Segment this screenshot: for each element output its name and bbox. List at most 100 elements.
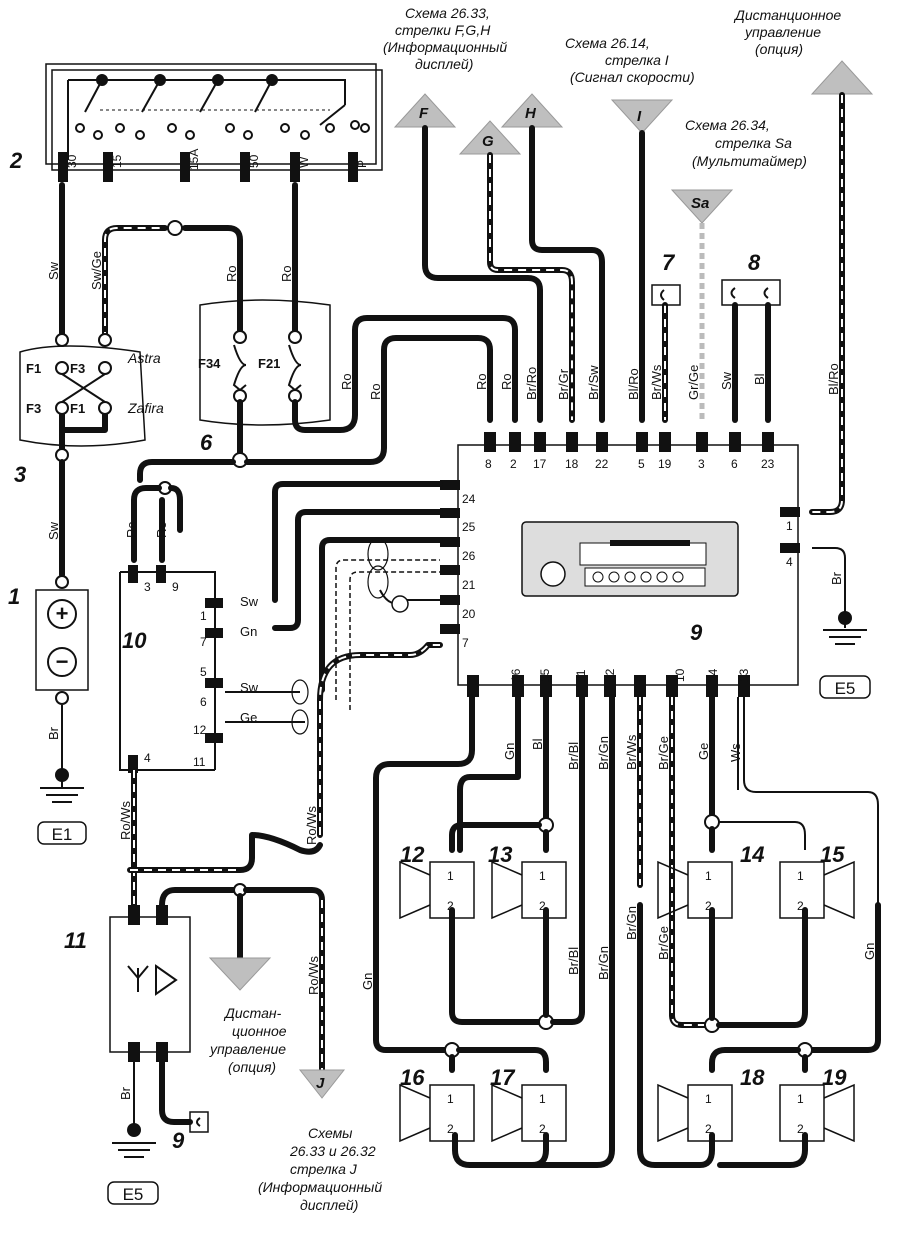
fuse-f1-a: F1	[26, 361, 41, 376]
pin-15: 15	[538, 668, 552, 682]
pin-14: 14	[706, 668, 720, 682]
svg-text:2: 2	[539, 899, 546, 913]
speaker-13: 12	[491, 860, 567, 920]
pin-17: 17	[533, 457, 547, 471]
wire-bl-1: Bl	[752, 373, 767, 385]
radio-bottom-connectors	[467, 675, 750, 697]
label-12: 12	[400, 842, 425, 867]
svg-text:1: 1	[705, 869, 712, 883]
arrow-i: I	[637, 108, 642, 125]
label-11: 11	[64, 928, 87, 953]
fuse-box-3	[19, 333, 146, 462]
label-19: 19	[822, 1065, 847, 1090]
amp-radio-wires	[225, 481, 443, 838]
wire-ro-7: Ro	[499, 373, 514, 390]
svg-text:2: 2	[447, 1122, 454, 1136]
wire-brws-1: Br/Ws	[649, 364, 664, 400]
note-remote-bottom: Дистан- ционное управление (опция)	[209, 1005, 290, 1075]
ground-e5-right: E5	[835, 679, 856, 698]
ground-right	[823, 600, 867, 645]
wire-sw-1: Sw	[46, 261, 61, 280]
wire-br-1: Br	[46, 726, 61, 740]
arrow-g: G	[482, 133, 494, 150]
fuse-f3-b: F3	[26, 401, 41, 416]
svg-text:2: 2	[797, 899, 804, 913]
wire-ro-2: Ro	[279, 265, 294, 282]
speaker-19: 12	[779, 1083, 855, 1143]
svg-text:1: 1	[447, 869, 454, 883]
svg-text:1: 1	[705, 1092, 712, 1106]
pin-18: 18	[565, 457, 579, 471]
label-8: 7	[662, 250, 676, 275]
pin-23: 23	[761, 457, 775, 471]
ro-wires	[131, 315, 518, 563]
svg-text:2: 2	[705, 1122, 712, 1136]
terminal-p: P	[355, 160, 369, 168]
top-arrows	[393, 60, 874, 224]
wire-blro-1: Bl/Ro	[626, 368, 641, 400]
svg-text:2: 2	[539, 1122, 546, 1136]
pin-21: 21	[462, 578, 476, 592]
svg-text:1: 1	[797, 1092, 804, 1106]
wire-ro-4: Ro	[154, 521, 169, 538]
wire-ro-8: Ro	[474, 373, 489, 390]
wire-bl-2: Bl	[530, 738, 545, 750]
wire-brbl-1: Br/Bl	[566, 742, 581, 770]
svg-text:12: 12	[193, 723, 207, 737]
terminal-w: W	[297, 156, 311, 168]
battery: + −	[35, 459, 89, 803]
svg-text:1: 1	[447, 1092, 454, 1106]
svg-text:1: 1	[539, 869, 546, 883]
label-13: 13	[488, 842, 512, 867]
amplifier-10: 3 9 1 7 5 6 12 4 11	[119, 565, 223, 773]
label-9-top: 8	[748, 250, 761, 275]
wire-ro-5: Ro	[368, 383, 383, 400]
wire-swge: Sw/Ge	[89, 251, 104, 290]
wire-rows-3: Ro/Ws	[306, 956, 321, 996]
ignition-switch: 30 15 15A 50 W P	[45, 63, 383, 182]
note-remote-top: Дистанционное управление (опция)	[733, 7, 845, 57]
terminal-15a: 15A	[187, 149, 201, 170]
svg-text:2: 2	[705, 899, 712, 913]
speaker-17: 12	[491, 1083, 567, 1143]
svg-text:9: 9	[172, 580, 179, 594]
label-10: 10	[122, 628, 147, 653]
wire-ge-2: Ge	[696, 743, 711, 760]
wire-brgr: Br/Gr	[556, 368, 571, 400]
pin-26: 26	[462, 549, 476, 563]
label-2: 2	[9, 148, 23, 173]
wire-brgn-3: Br/Gn	[624, 906, 639, 940]
arrow-j-shape	[298, 1069, 346, 1099]
wire-rows-1: Ro/Ws	[304, 806, 319, 846]
wire-gn-4: Gn	[862, 943, 877, 960]
pin-13: 13	[737, 668, 751, 682]
pin-24: 24	[462, 492, 476, 506]
wire-ro-6: Ro	[339, 373, 354, 390]
wire-grge: Gr/Ge	[686, 365, 701, 400]
terminal-50: 50	[247, 154, 261, 168]
wire-gn-2: Gn	[502, 743, 517, 760]
svg-text:6: 6	[200, 695, 207, 709]
wire-brbl-2: Br/Bl	[566, 947, 581, 975]
arrow-f: F	[419, 105, 429, 122]
pin-3: 3	[698, 457, 705, 471]
svg-text:3: 3	[144, 580, 151, 594]
wire-gn-3: Gn	[360, 973, 375, 990]
arrow-remote-bottom	[208, 957, 272, 991]
label-6: 6	[200, 430, 213, 455]
wire-sw-2: Sw	[46, 521, 61, 540]
svg-text:+: +	[56, 601, 69, 626]
label-18: 18	[740, 1065, 765, 1090]
pin-7-left: 7	[462, 636, 469, 650]
fuse-f21: F21	[258, 356, 280, 371]
note-sa: Схема 26.34, стрелка Sa (Мультитаймер)	[685, 117, 807, 169]
wire-brro: Br/Ro	[524, 367, 539, 400]
pin-11: 11	[574, 669, 588, 682]
label-15: 15	[820, 842, 845, 867]
pin-9: 9	[634, 675, 648, 682]
wire-rows-2: Ro/Ws	[118, 801, 133, 841]
wire-brge-1: Br/Ge	[656, 736, 671, 770]
arrow-h: H	[525, 105, 537, 122]
pin-5: 5	[638, 457, 645, 471]
